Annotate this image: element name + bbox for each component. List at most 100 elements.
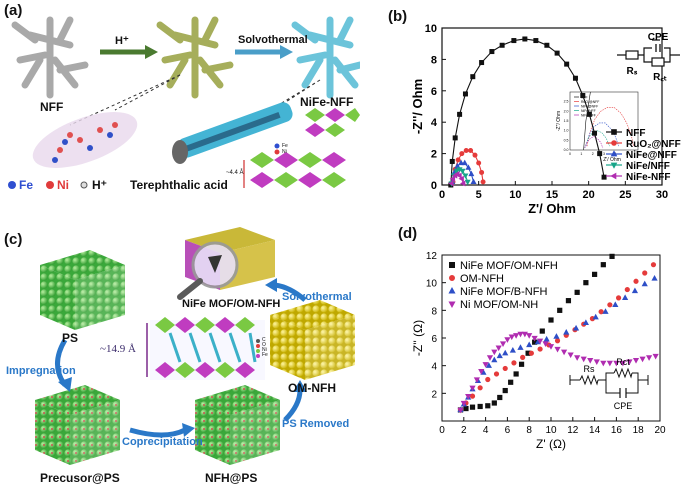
data-point [563, 328, 570, 335]
x-tick-label: 15 [546, 189, 558, 201]
inset-series-line [584, 130, 610, 149]
data-point [459, 180, 466, 187]
data-point [553, 333, 560, 339]
data-point [531, 335, 538, 342]
data-point [619, 360, 627, 367]
x-tick-label: 5 [476, 189, 482, 201]
small-legend-fe: Fe [282, 143, 288, 149]
data-point [624, 286, 630, 293]
ps-cube [40, 250, 125, 330]
data-point [457, 111, 463, 117]
data-point [459, 168, 466, 175]
cyan-structure [291, 16, 360, 99]
inset-y-axis-label: -Z''/ Ohm [556, 111, 562, 131]
data-point [499, 341, 507, 348]
data-point [544, 42, 550, 48]
inset-x-tick-label: 2 [592, 152, 594, 156]
olive-structure [156, 16, 234, 99]
nfhps-label: NFH@PS [205, 471, 258, 485]
y-tick-label: 10 [425, 23, 437, 35]
data-point [651, 275, 658, 281]
panel-b-label: (b) [388, 8, 408, 25]
data-point [470, 74, 476, 80]
y-tick-label: 2 [431, 149, 437, 161]
data-point [533, 38, 539, 44]
polyhedra-bottom [243, 152, 346, 188]
data-point [598, 309, 604, 315]
omnfh-label: OM-NFH [288, 381, 336, 395]
x-tick-label: 4 [483, 425, 489, 436]
data-point [504, 337, 511, 343]
inset-x-tick-label: 6 [637, 152, 639, 156]
data-point [464, 179, 471, 186]
polyhedra-top [305, 108, 360, 137]
data-point [469, 404, 476, 410]
legend-marker [610, 162, 618, 169]
legend-acid: Terephthalic acid [130, 178, 228, 192]
x-tick-label: 6 [505, 425, 511, 436]
small-legend-ni: Ni [282, 149, 287, 155]
data-point [526, 333, 533, 339]
data-point [491, 400, 497, 406]
inset-x-tick-label: 0 [569, 152, 571, 156]
legend-marker [610, 150, 618, 157]
data-point [485, 376, 491, 383]
data-point [606, 360, 613, 367]
y-tick-label: 12 [426, 251, 438, 262]
data-point [547, 344, 555, 350]
coprecipitation-label: Coprecipitation [122, 436, 203, 448]
data-point [567, 352, 574, 359]
data-point [472, 152, 478, 158]
data-point [493, 371, 500, 377]
struct-legend-o: O [262, 342, 266, 348]
legend-marker [449, 275, 456, 282]
circuit-wires [569, 372, 649, 394]
x-tick-label: 14 [589, 425, 601, 436]
legend-fe: Fe [19, 178, 34, 192]
legend-label: NFF [626, 128, 645, 139]
data-point [650, 262, 657, 268]
circuit-rct-label: Rct [616, 357, 630, 367]
data-point [448, 180, 454, 187]
data-point [609, 253, 615, 259]
data-point [458, 159, 465, 166]
data-point [600, 360, 607, 367]
inset-legend-label: RuO₂@NFF [581, 100, 599, 104]
inset-x-axis-label: Z'/ Ohm [603, 157, 621, 163]
data-point [499, 42, 505, 48]
data-point [457, 407, 464, 414]
panel-a-illustration [8, 16, 360, 189]
data-point [517, 344, 524, 350]
data-point [491, 349, 498, 356]
x-tick-label: 0 [439, 425, 445, 436]
legend-h: H⁺ [92, 178, 107, 192]
data-point [469, 393, 476, 399]
data-point [502, 349, 509, 356]
legend-label: OM-NFH [460, 273, 504, 285]
y-tick-label: 4 [431, 362, 437, 373]
arrow-impregnation [55, 338, 68, 387]
data-point [615, 295, 622, 301]
data-point [497, 394, 503, 401]
h-plus-label: H⁺ [115, 35, 129, 47]
data-point [557, 307, 563, 313]
mof-top-label: NiFe MOF/OM-NFH [182, 298, 281, 310]
inset-y-tick-label: 1.0 [564, 129, 569, 133]
data-point [612, 301, 619, 307]
legend-marker [610, 172, 617, 180]
circuit-wires [617, 39, 680, 63]
data-point [565, 298, 572, 304]
data-point [486, 355, 494, 361]
y-tick-label: 6 [431, 334, 437, 345]
legend-label: NiFe/NFF [626, 161, 670, 172]
data-point [452, 135, 458, 141]
data-point [520, 354, 526, 360]
x-tick-label: 30 [656, 189, 668, 201]
data-point [491, 356, 498, 363]
data-point [572, 324, 580, 331]
data-point [554, 346, 561, 353]
data-point [479, 60, 485, 66]
y-axis-label: -Z''/ Ohm [410, 79, 425, 134]
arrow-ps-removed [283, 389, 303, 422]
